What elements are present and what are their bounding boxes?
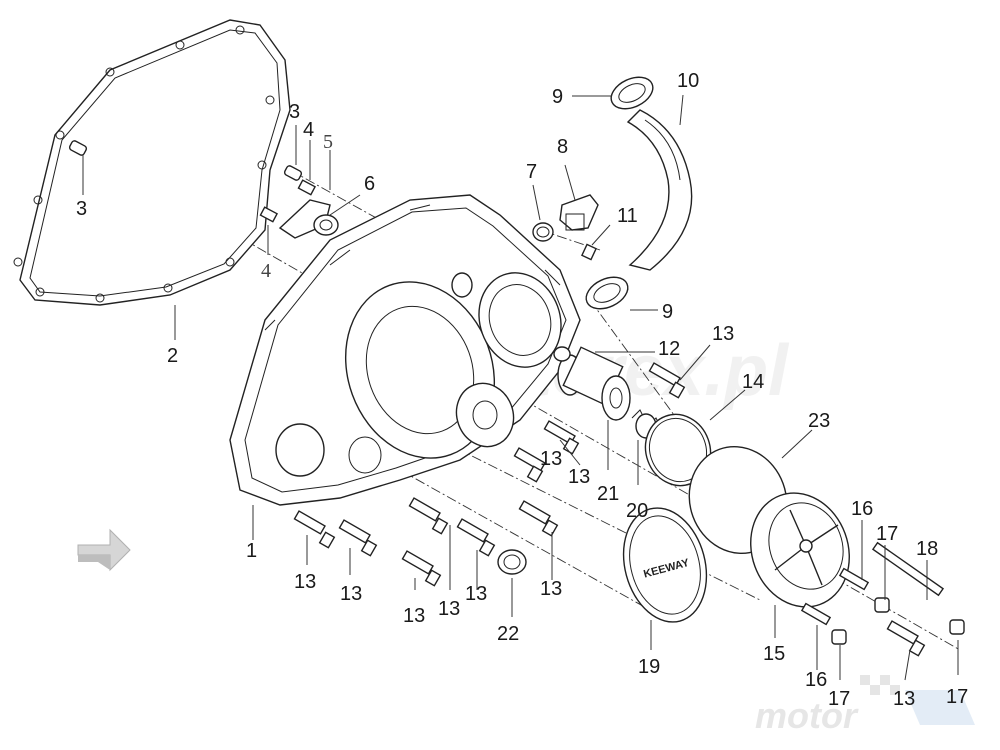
- small-o-ring: [553, 346, 571, 362]
- callout-label: 13: [294, 571, 316, 593]
- callout-label: 15: [763, 643, 785, 665]
- bolt: [408, 497, 449, 535]
- seal-cap: [497, 549, 527, 575]
- callout-label: 2: [167, 345, 178, 367]
- callout-label: 11: [617, 205, 638, 227]
- callout-label: 5: [323, 131, 333, 153]
- oil-filler-cap: [559, 194, 599, 231]
- callout-label: 17: [828, 688, 850, 710]
- clutch-cover: [229, 194, 581, 506]
- callout-label: 4: [261, 260, 271, 282]
- callout-label: 1: [246, 540, 257, 562]
- o-ring: [532, 222, 554, 242]
- callout-label: 13: [712, 323, 734, 345]
- hose-clamp: [585, 276, 629, 310]
- callout-label: 13: [540, 448, 562, 470]
- callout-label: 16: [851, 498, 873, 520]
- gasket: [13, 19, 291, 306]
- bolt: [338, 519, 378, 557]
- breather-hose: [626, 109, 693, 271]
- oil-filter: [557, 346, 631, 421]
- stud-bolt: [838, 567, 870, 591]
- cap-nut: [949, 619, 965, 635]
- callout-label: 17: [876, 523, 898, 545]
- callout-label: 13: [568, 466, 590, 488]
- stud-bolt: [800, 602, 832, 626]
- callout-label: 4: [303, 119, 314, 141]
- callout-label: 7: [526, 161, 537, 183]
- bolt: [401, 550, 442, 587]
- callout-label: 13: [438, 598, 460, 620]
- callout-label: 21: [597, 483, 619, 505]
- callout-label: 3: [289, 101, 300, 123]
- callout-label: 14: [742, 371, 764, 393]
- bolt: [456, 518, 496, 557]
- callout-label: 9: [662, 301, 673, 323]
- direction-arrow-icon: [77, 528, 131, 572]
- bolt: [293, 510, 336, 549]
- callout-label: 10: [677, 70, 699, 92]
- bolt: [513, 447, 546, 483]
- callout-label: 3: [76, 198, 87, 220]
- long-bolt: [871, 541, 945, 597]
- cap-nut: [874, 597, 890, 613]
- filter-cover: [750, 492, 850, 608]
- callout-label: 23: [808, 410, 830, 432]
- callout-label: 6: [364, 173, 375, 195]
- bolt: [886, 620, 926, 657]
- callout-label: 19: [638, 656, 660, 678]
- callout-label: 16: [805, 669, 827, 691]
- callout-label: 8: [557, 136, 568, 158]
- callout-label: 13: [893, 688, 915, 710]
- bolt: [518, 500, 559, 537]
- callout-label: 9: [552, 86, 563, 108]
- callout-label: 13: [540, 578, 562, 600]
- oil-seal: [313, 214, 339, 236]
- bolt: [543, 420, 580, 455]
- watermark-brand: motor: [755, 695, 859, 736]
- bolt-fitting: [297, 179, 317, 196]
- callout-label: 22: [497, 623, 519, 645]
- callout-label: 17: [946, 686, 968, 708]
- callout-label: 12: [658, 338, 680, 360]
- bolt-fitting: [259, 206, 279, 223]
- callout-label: 13: [340, 583, 362, 605]
- dowel-pin: [68, 140, 88, 156]
- logo-cover: KEEWAY: [622, 507, 708, 623]
- callout-label: 13: [403, 605, 425, 627]
- callout-labels: 3 2 3 4 5 4 6 7 8 9 10 11 9 12 13 14 23 …: [76, 70, 968, 710]
- callout-label: 13: [465, 583, 487, 605]
- plug-pin: [581, 243, 597, 261]
- callout-label: 20: [626, 500, 648, 522]
- bolt: [648, 362, 686, 399]
- hose-clamp: [610, 76, 654, 110]
- cap-nut: [831, 629, 847, 645]
- leader-lines: [82, 94, 959, 681]
- callout-label: 18: [916, 538, 938, 560]
- dowel-pin: [283, 165, 303, 181]
- watermark-checker-icon: [860, 675, 975, 725]
